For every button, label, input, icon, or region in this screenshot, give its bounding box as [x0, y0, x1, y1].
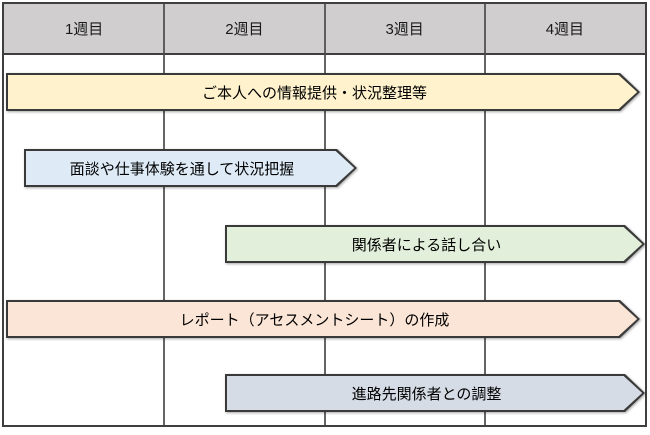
grid-line-week2-3	[323, 4, 326, 425]
grid-line-week3-4	[483, 4, 486, 425]
grid-line-week1-2	[163, 4, 166, 425]
week-header-cell-2: 2週目	[225, 21, 264, 38]
arrow-shape-fill	[227, 227, 643, 262]
task-bar-label: 関係者による話し合い	[351, 236, 502, 254]
arrow-shape-fill	[26, 151, 355, 186]
task-bar-label: レポート（アセスメントシート）の作成	[179, 311, 450, 329]
week-header-cell-4: 4週目	[545, 21, 585, 38]
task-bar-label: ご本人への情報提供・状況整理等	[201, 84, 427, 102]
task-bar-placement-coordination: 進路先関係者との調整	[225, 374, 645, 412]
task-bar-information-support: ご本人への情報提供・状況整理等	[6, 73, 640, 111]
task-bar-label: 進路先関係者との調整	[351, 385, 502, 403]
task-bar-report-creation: レポート（アセスメントシート）の作成	[6, 300, 640, 338]
week-header-cell-1: 1週目	[64, 21, 104, 38]
task-bar-stakeholder-discussion: 関係者による話し合い	[225, 225, 645, 263]
task-bar-interview-grasp: 面談や仕事体験を通して状況把握	[24, 149, 357, 187]
week-header-cell-3: 3週目	[385, 21, 424, 38]
arrow-shape-fill	[8, 302, 638, 337]
arrow-shape-fill	[8, 75, 638, 110]
task-bar-label: 面談や仕事体験を通して状況把握	[69, 160, 295, 178]
schedule-table: 1週目 2週目 3週目 4週目	[2, 2, 647, 427]
arrow-shape-fill	[227, 376, 643, 411]
